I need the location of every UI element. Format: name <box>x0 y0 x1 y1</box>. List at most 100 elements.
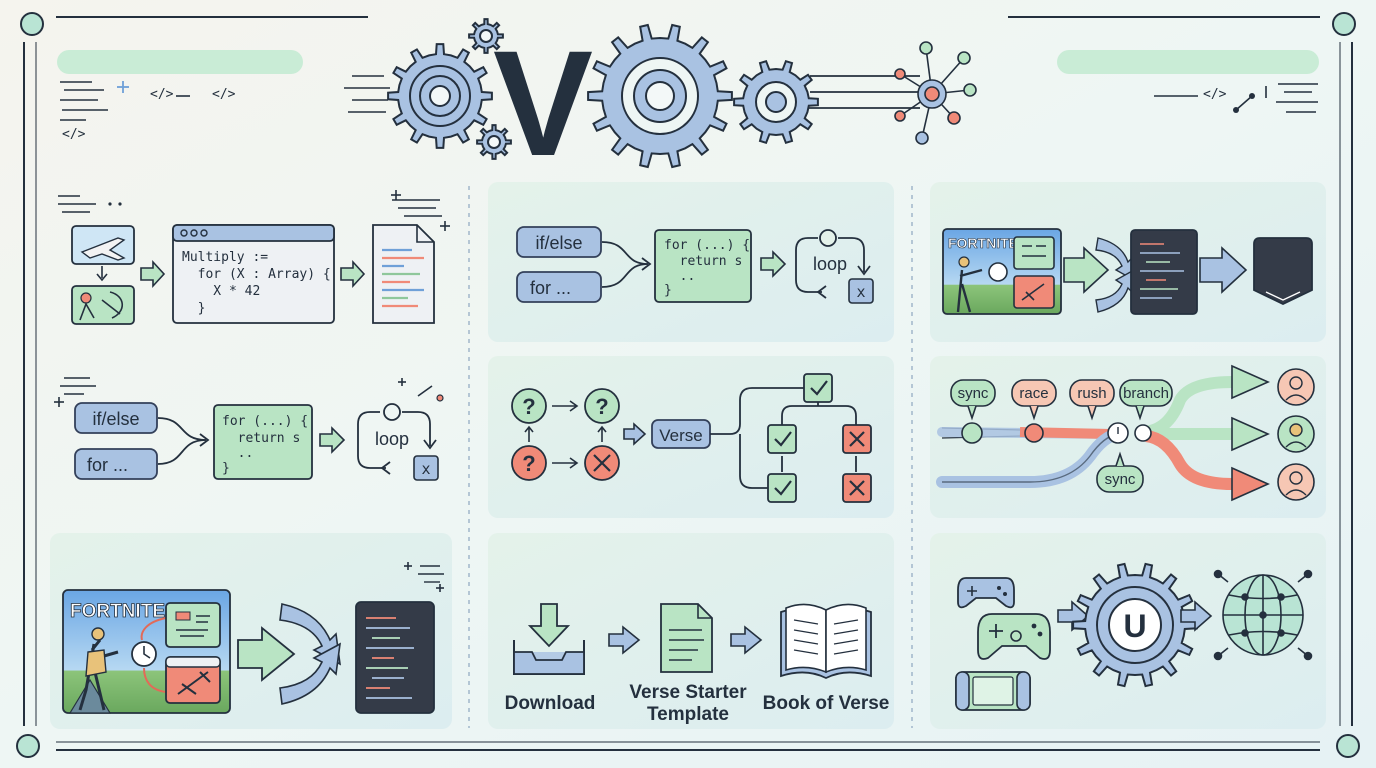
template-document-icon <box>660 603 713 673</box>
fortnite-label: FORTNITE <box>948 235 1018 251</box>
for-block <box>74 448 158 480</box>
if-else-block <box>74 402 158 434</box>
check-icon <box>767 473 797 503</box>
race-node <box>1024 423 1044 443</box>
logo-letter-v: V <box>493 19 593 187</box>
code-editor-icon <box>355 601 435 714</box>
branch-node <box>1134 424 1152 442</box>
arrow-icon <box>760 250 787 278</box>
check-icon <box>803 373 833 403</box>
code-block <box>213 404 313 480</box>
code-line: for (...) { <box>222 414 308 429</box>
cross-icon <box>842 424 872 454</box>
code-tag-2: </> <box>212 87 236 102</box>
panel-fortnite-publish: FORTNITE <box>942 228 1313 315</box>
panel-getting-started: Download Verse Starter Template Book of … <box>505 603 890 725</box>
branch-badge: branch <box>1119 379 1173 421</box>
code-line: } <box>222 461 230 476</box>
gear-icon <box>387 43 493 149</box>
code-line: .. <box>664 269 695 284</box>
for-label: for ... <box>87 455 128 475</box>
svg-text:sync: sync <box>1105 471 1136 488</box>
document-icon <box>372 224 435 324</box>
code-line: return s <box>222 431 300 446</box>
logo-cluster: V <box>344 18 977 187</box>
svg-text:branch: branch <box>1123 385 1169 402</box>
arrow-icon <box>623 422 647 446</box>
svg-text:sync: sync <box>958 385 989 402</box>
book-icon <box>780 603 872 680</box>
code-line: Multiply := <box>182 250 268 265</box>
code-tag-3: </> <box>62 127 86 142</box>
code-line: for (...) { <box>664 238 750 253</box>
arrow-icon <box>237 626 296 682</box>
if-else-label: if/else <box>535 233 582 253</box>
loop-icon <box>357 403 437 475</box>
code-tag-right: </> <box>1203 87 1227 102</box>
arrow-icon <box>608 625 641 655</box>
sync-badge: sync <box>950 379 996 421</box>
arrow-icon <box>1231 466 1270 502</box>
engine-logo-letter: U <box>1123 608 1146 644</box>
network-node-icon <box>894 41 977 145</box>
panel-code-flow: Multiply := for (X : Array) { X * 42 } <box>58 190 450 325</box>
panel-control-flow-left: if/else for ... for (...) { return s .. … <box>54 377 444 481</box>
book-label: Book of Verse <box>763 693 890 714</box>
close-icon <box>848 278 874 304</box>
question-mark: ? <box>522 451 535 476</box>
code-line: } <box>182 301 205 316</box>
column-dividers <box>468 186 913 728</box>
arrow-icon <box>730 625 763 655</box>
code-block <box>654 229 752 303</box>
gamepad-icon <box>977 613 1051 660</box>
code-line: X * 42 <box>182 284 260 299</box>
arrow-icon <box>1231 364 1270 400</box>
question-icon <box>511 445 547 481</box>
panel-fortnite-editor: FORTNITE <box>62 562 444 714</box>
if-else-label: if/else <box>92 409 139 429</box>
loop-label: loop <box>813 254 847 274</box>
panel-platforms: U <box>955 562 1313 711</box>
for-block <box>516 271 602 303</box>
svg-text:race: race <box>1019 385 1048 402</box>
gear-icon <box>468 18 504 54</box>
gear-icon <box>733 59 819 145</box>
close-icon <box>413 455 439 481</box>
rush-badge: rush <box>1069 379 1115 421</box>
panel-control-flow-middle: if/else for ... for (...) { return s .. … <box>516 226 874 304</box>
code-line: .. <box>222 446 253 461</box>
clock-icon <box>988 262 1008 282</box>
download-icon <box>513 603 585 675</box>
cross-icon <box>842 473 872 503</box>
globe-network-icon <box>1213 569 1313 661</box>
template-label-line2: Template <box>647 704 729 725</box>
race-badge: race <box>1011 379 1057 421</box>
loop-label: loop <box>375 429 409 449</box>
user-avatar-icon <box>1277 368 1315 406</box>
header-left-decor: </> </> </> <box>57 50 303 142</box>
widget-card-icon <box>165 602 221 648</box>
svg-text:rush: rush <box>1077 385 1106 402</box>
code-line: for (X : Array) { <box>182 267 331 282</box>
gamepad-icon <box>957 577 1015 609</box>
template-label-line1: Verse Starter <box>629 682 747 703</box>
question-icon <box>511 388 547 424</box>
panel-concurrency: sync race rush branch sync <box>936 364 1315 502</box>
arrow-icon <box>1231 416 1270 452</box>
sync-badge-bottom: sync <box>1096 451 1144 493</box>
question-icon <box>584 388 620 424</box>
header-right-decor: </> <box>1057 50 1319 113</box>
gear-icon <box>476 124 512 160</box>
arrow-icon <box>1199 246 1248 294</box>
code-line: return s <box>664 254 742 269</box>
user-avatar-icon <box>1277 415 1315 453</box>
arrow-icon <box>140 259 166 289</box>
shield-icon <box>1253 237 1313 305</box>
download-label: Download <box>505 693 596 714</box>
question-mark: ? <box>595 394 608 419</box>
close-icon-label: x <box>421 460 430 478</box>
panel-decision-tree: ? ? ? Verse <box>511 373 872 503</box>
check-icon <box>767 424 797 454</box>
fortnite-label: FORTNITE <box>70 601 165 622</box>
